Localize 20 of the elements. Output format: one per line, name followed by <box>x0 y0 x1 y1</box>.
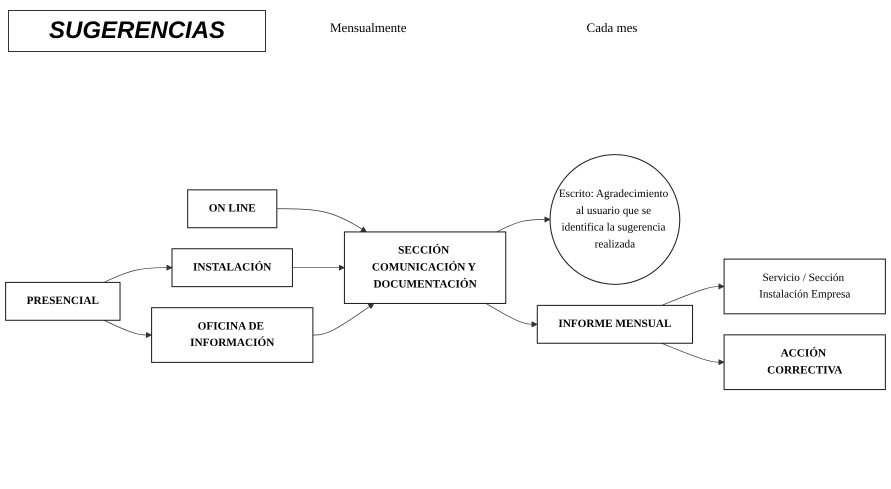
node-box: SECCIÓN COMUNICACIÓN Y DOCUMENTACIÓN <box>344 232 506 304</box>
arrow <box>104 265 172 284</box>
arrow <box>276 208 367 233</box>
column-heading: Mensualmente <box>330 20 407 36</box>
arrow <box>486 304 538 328</box>
arrow <box>661 284 724 306</box>
node-box: PRESENCIAL <box>5 282 121 322</box>
node-box: ACCIÓN CORRECTIVA <box>724 334 886 390</box>
column-heading: Cada mes <box>586 20 638 36</box>
arrow <box>104 320 152 339</box>
arrow <box>496 216 550 233</box>
arrow <box>292 265 345 272</box>
arrow <box>312 304 374 336</box>
node-box: INFORME MENSUAL <box>536 305 694 344</box>
node-box: Servicio / Sección Instalación Empresa <box>724 259 886 315</box>
node-box: OFICINA DE INFORMACIÓN <box>151 308 314 364</box>
node-circle: Escrito: Agradecimiento al usuario que se identifica la sugerencia realizada <box>550 154 680 286</box>
node-box: ON LINE <box>187 190 278 229</box>
title: SUGERENCIAS <box>8 10 266 52</box>
node-box: INSTALACIÓN <box>171 248 293 288</box>
